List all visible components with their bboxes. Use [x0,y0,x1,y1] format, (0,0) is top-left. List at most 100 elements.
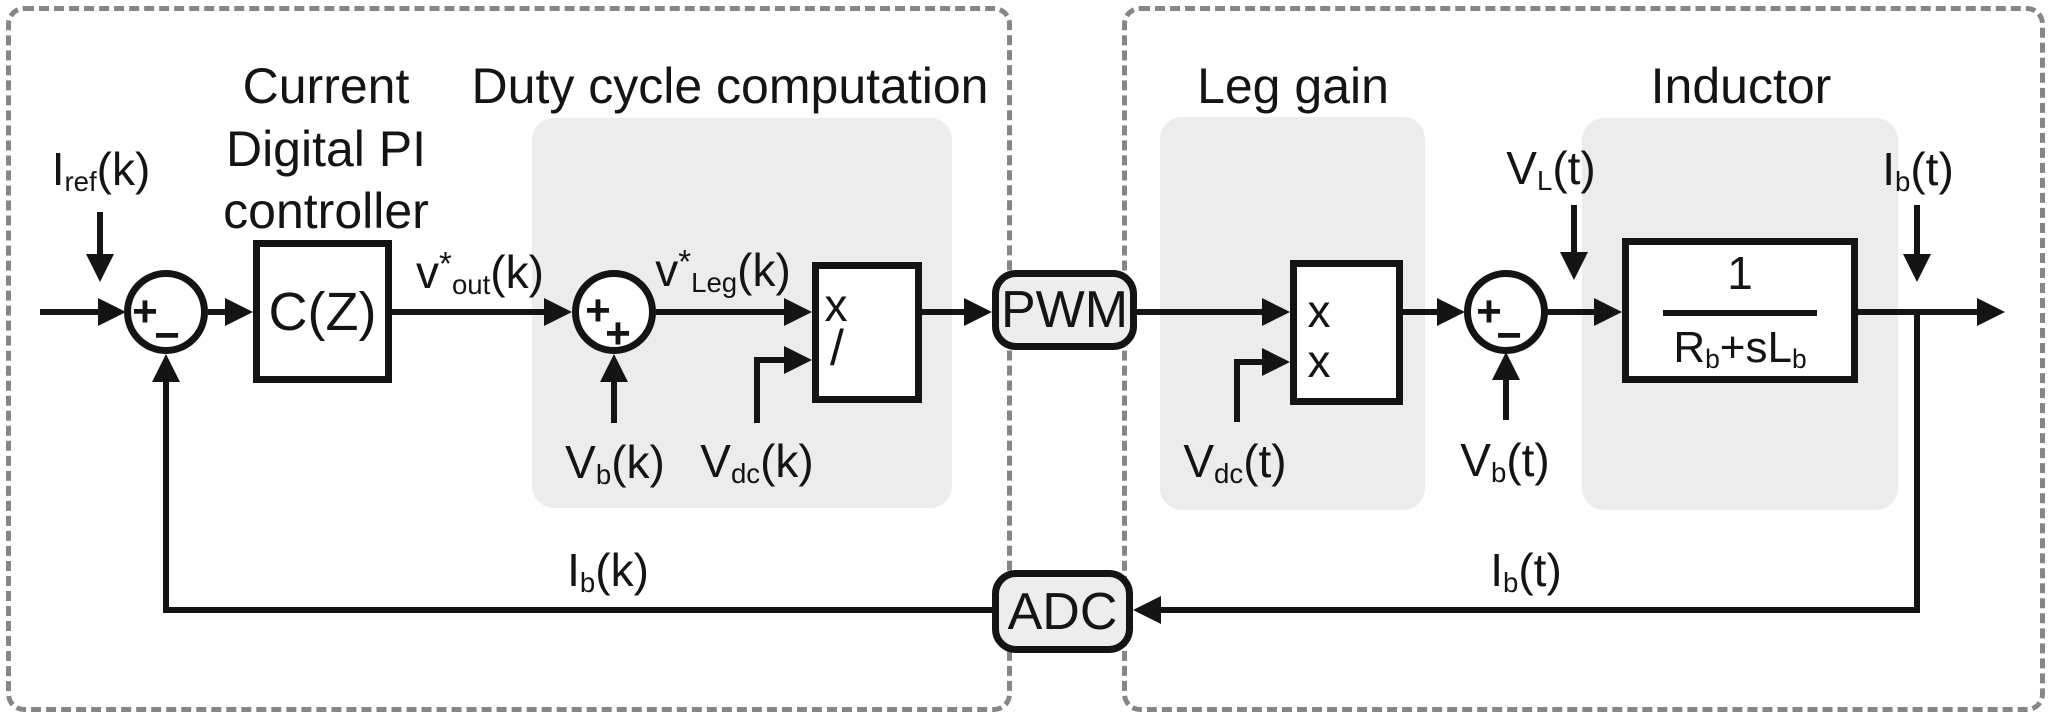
divider-divide-glyph: / [830,320,844,376]
feedback-line-right [1160,607,1920,613]
vlt-label: VL(t) [1506,141,1596,197]
vbk-input-line [611,379,617,423]
vout-star: * [439,246,452,284]
ibk-feedback-label: Ib(k) [567,543,649,599]
vbk-sub: b [595,459,612,491]
wire-pwm-to-multiplier [1137,309,1264,315]
multiplier-glyph-top: x [1307,285,1331,337]
vleg-label: v*Leg(k) [655,243,791,299]
vout-suffix: (k) [490,246,544,298]
vbk-arrowhead [600,354,628,382]
ibt-top-sub: b [1895,166,1911,198]
arrow-into-adc [1133,596,1161,624]
feedback-line-left [163,607,992,613]
iref-pointer-line [97,212,103,256]
arrow-into-divider [784,298,812,326]
ibt-pointer-line [1914,205,1920,256]
pwm-block: PWM [992,270,1137,350]
iref-label: Iref(k) [51,142,151,198]
iref-pointer-arrowhead [86,254,114,282]
vl-pointer-line [1571,205,1577,254]
vdct-sub: dc [1214,458,1244,490]
iref-sub: ref [64,166,97,198]
summing-junction-1 [124,270,208,354]
vout-base: v [416,246,440,298]
ibk-sub: b [579,567,596,599]
feedback-tap-vertical [1914,312,1920,613]
adc-block: ADC [992,570,1133,653]
wire-cz-to-junction2 [392,309,547,315]
divider-multiply-glyph: x [824,279,848,331]
vdck-suffix: (k) [760,435,814,487]
divider-block [812,262,922,403]
vout-sub: out [451,269,491,301]
inductor-tf-den-r: R [1673,323,1706,372]
ibt-top-base: I [1882,143,1895,195]
vdck-label: Vdc(k) [700,434,814,490]
arrow-into-junction1 [98,298,126,326]
inductor-tf-den-sl: +sL [1719,323,1792,372]
adc-block-label: ADC [1007,582,1118,641]
ibt-top-suffix: (t) [1910,143,1954,195]
vlt-sub: L [1536,165,1553,197]
junction1-minus-sign: − [154,311,180,360]
vbt-sub: b [1490,457,1507,489]
arrow-into-junction1-bottom [152,354,180,382]
vdct-base: V [1183,435,1215,487]
vdct-input-horizontal [1234,359,1266,365]
vbk-label: Vb(k) [565,435,665,491]
inductor-section-label: Inductor [1650,58,1832,114]
ibk-suffix: (k) [595,544,649,596]
junction3-plus-sign: + [1476,287,1502,336]
vbt-suffix: (t) [1506,434,1550,486]
vleg-base: v [655,244,679,296]
leg-gain-section-label: Leg gain [1197,58,1389,114]
vout-label: v*out(k) [416,245,544,301]
analog-domain-boundary [1122,6,2045,712]
inductor-tf-fraction-bar [1663,310,1817,316]
arrow-into-cz [225,298,253,326]
inductor-tf-denominator: Rb+sLb [1673,323,1807,374]
wire-multiplier-to-junction3 [1403,309,1439,315]
vdct-suffix: (t) [1243,435,1287,487]
ibt-feedback-label: Ib(t) [1490,543,1562,599]
pwm-block-label: PWM [1000,281,1129,339]
vbt-label: Vb(t) [1460,433,1550,489]
pi-controller-block: C(Z) [253,240,392,383]
pi-controller-block-label: C(Z) [268,281,377,342]
summing-junction-3 [1464,270,1548,354]
arrow-into-multiplier [1262,298,1290,326]
vdct-arrowhead [1262,348,1290,376]
feedback-up-vertical [163,382,169,613]
vdck-input-horizontal [754,357,786,363]
ibk-base: I [567,544,580,596]
multiplier-glyph-bottom: x [1307,335,1331,387]
multiplier-block [1290,260,1403,405]
vdck-arrowhead [784,346,812,374]
junction2-plus-sign-left: + [585,286,611,335]
inductor-tf-den-lsub: b [1791,343,1807,374]
vbk-base: V [565,436,596,488]
junction1-plus-sign: + [132,287,158,336]
ibt-fb-suffix: (t) [1518,544,1562,596]
vleg-sub: Leg [691,267,738,299]
ibt-fb-sub: b [1503,567,1519,599]
vdck-sub: dc [730,458,761,490]
junction3-minus-sign: − [1496,311,1522,360]
vleg-suffix: (k) [737,244,791,296]
ibt-fb-base: I [1490,544,1503,596]
arrow-output [1977,298,2005,326]
iref-base: I [51,143,65,195]
vdct-input-vertical [1234,359,1240,422]
wire-input [40,309,98,315]
vbt-base: V [1460,434,1491,486]
vbt-input-line [1503,377,1509,420]
controller-section-label: Current Digital PI controller [223,58,429,239]
ibt-top-label: Ib(t) [1882,142,1954,198]
vdck-base: V [700,435,731,487]
inductor-tf-den-rsub: b [1705,343,1720,374]
wire-junction2-to-divider [656,309,787,315]
vlt-suffix: (t) [1552,142,1596,194]
arrow-into-junction3 [1437,298,1465,326]
